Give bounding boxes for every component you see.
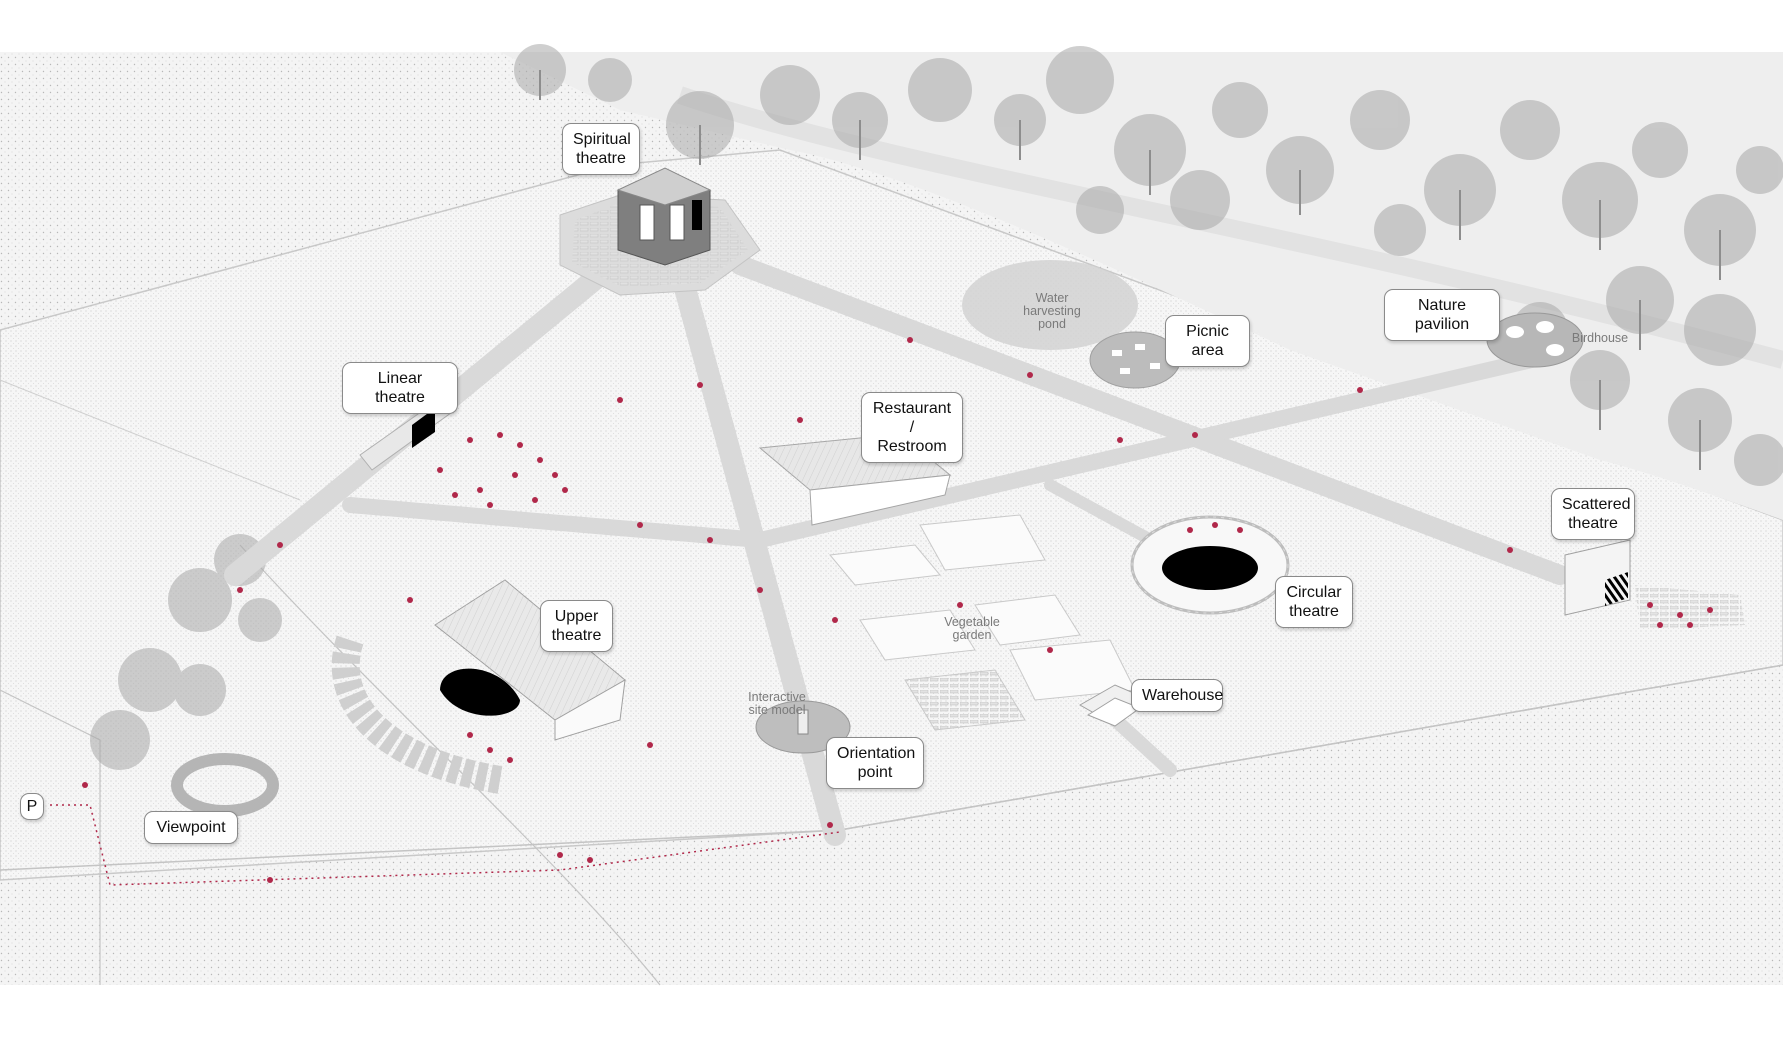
upper-theatre-wall — [554, 679, 626, 741]
water-pond — [962, 260, 1138, 350]
path-circular — [1044, 479, 1166, 551]
scattered-seating — [1635, 585, 1745, 630]
label-warehouse: Warehouse — [1131, 679, 1223, 712]
label-upper-theatre: Upper theatre — [540, 600, 613, 652]
annotation-birdhouse: Birdhouse — [1571, 331, 1629, 345]
label-parking: P — [20, 793, 44, 820]
label-spiritual-theatre: Spiritual theatre — [562, 123, 640, 175]
upper-theatre-stage — [440, 668, 520, 716]
restaurant-wall — [809, 474, 951, 526]
annotation-water-pond: Water harvesting pond — [1023, 291, 1081, 331]
boundary-line — [0, 379, 301, 501]
scattered-theatre-stage — [1605, 572, 1628, 606]
path-linear-to-restaurant — [342, 497, 768, 548]
entry-trail — [50, 804, 841, 886]
woodland-trunks — [539, 70, 1721, 470]
label-scattered-theatre: Scattered theatre — [1551, 488, 1635, 540]
upper-theatre-seating — [331, 635, 503, 794]
people — [82, 337, 1713, 883]
path-restaurant-to-nature — [752, 350, 1548, 548]
label-viewpoint: Viewpoint — [144, 811, 238, 844]
path-spiritual-to-scattered — [730, 255, 1570, 585]
label-restaurant-restroom: Restaurant / Restroom — [861, 392, 963, 463]
woodland-trees — [514, 44, 1783, 486]
label-circular-theatre: Circular theatre — [1275, 576, 1353, 628]
linear-theatre-screen — [412, 408, 435, 448]
woodland-path — [677, 86, 1783, 369]
label-orientation-point: Orientation point — [826, 737, 924, 789]
annotation-vegetable-garden: Vegetable garden — [944, 615, 1000, 642]
annotation-site-model: Interactive site model — [748, 690, 806, 717]
label-nature-pavilion: Nature pavilion — [1384, 289, 1500, 341]
path-warehouse — [1103, 708, 1177, 777]
label-picnic-area: Picnic area — [1165, 315, 1250, 367]
label-linear-theatre: Linear theatre — [342, 362, 458, 414]
circular-theatre-stage — [1162, 546, 1258, 590]
vegetable-garden — [829, 514, 1136, 731]
spiritual-theatre-roof — [616, 167, 712, 206]
